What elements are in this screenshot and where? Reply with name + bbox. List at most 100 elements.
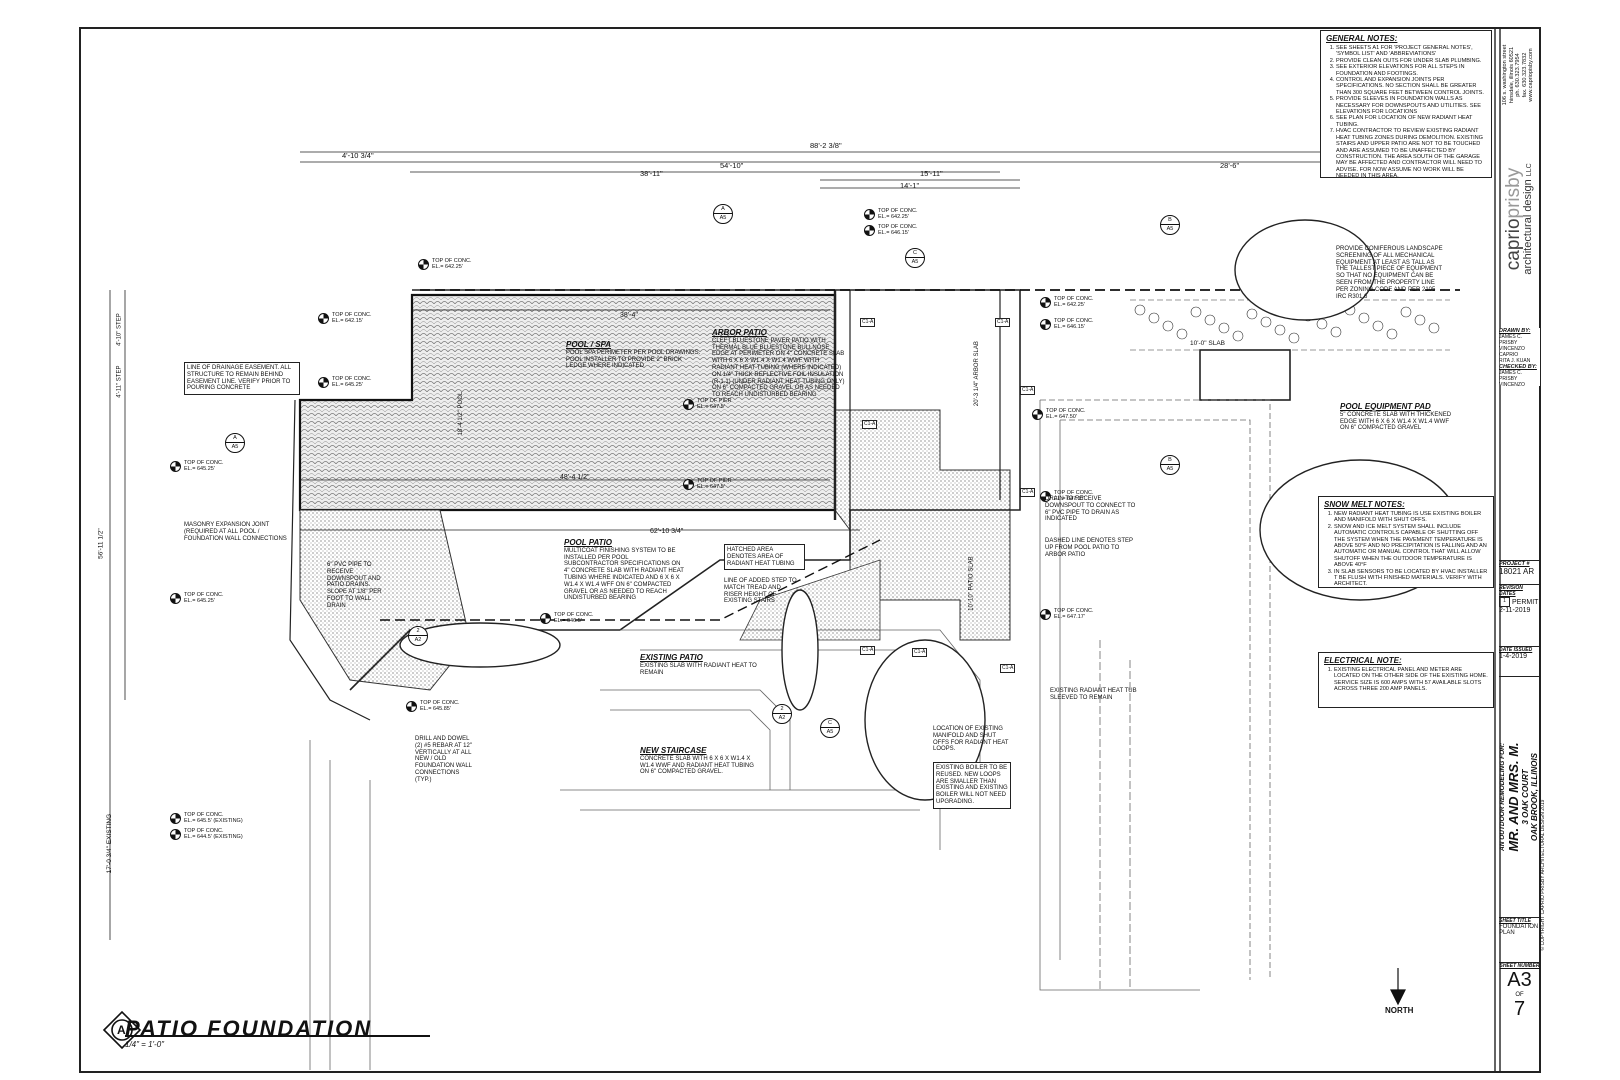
dim-patio-w: 62'-10 3/4" bbox=[650, 528, 684, 535]
shrub-icon bbox=[1246, 308, 1258, 320]
drill-text: DRILL AND DOWEL (2) #5 REBAR AT 12" VERT… bbox=[415, 736, 472, 783]
added-step-note: LINE OF ADDED STEP TO MATCH TREAD AND RI… bbox=[724, 578, 799, 605]
elevation-value: EL.= 642.25' bbox=[1054, 302, 1085, 308]
elevation-target-icon bbox=[170, 460, 181, 472]
elevation-target-icon bbox=[406, 700, 417, 712]
general-notes-list: SEE SHEETS A1 FOR 'PROJECT GENERAL NOTES… bbox=[1326, 45, 1486, 180]
tb-sheet-number: SHEET NUMBER A3 OF 7 bbox=[1499, 962, 1540, 1071]
general-notes: GENERAL NOTES: SEE SHEETS A1 FOR 'PROJEC… bbox=[1320, 30, 1492, 180]
section-tag: A bbox=[714, 205, 732, 214]
firm-logo: caprioprisby architectural design LLC bbox=[1502, 120, 1540, 310]
c1a-tag: C1-A bbox=[912, 648, 928, 658]
tb-project-name: AN OUTDOOR REMODELING FOR: MR. AND MRS. … bbox=[1499, 676, 1540, 918]
tb-sheet-title: SHEET TITLE FOUNDATION PLAN bbox=[1499, 918, 1540, 952]
elevation-marker: TOP OF CONC.EL.= 642.25' bbox=[1040, 296, 1094, 308]
elevation-text: TOP OF CONC.EL.= 642.25' bbox=[432, 258, 472, 270]
shrub-icon bbox=[1162, 320, 1174, 332]
shrub-icon bbox=[1428, 322, 1440, 334]
dim-d2: 54'-10" bbox=[720, 161, 744, 170]
elevation-target-icon bbox=[318, 376, 329, 388]
boiler-text: EXISTING BOILER TO BE REUSED. NEW LOOPS … bbox=[936, 765, 1008, 805]
elevation-marker: TOP OF CONC.EL.= 642.15' bbox=[318, 312, 372, 324]
project-for: AN OUTDOOR REMODELING FOR: bbox=[1499, 743, 1506, 851]
snow-melt-title: SNOW MELT NOTES: bbox=[1324, 500, 1405, 509]
elevation-value: EL.= 647.50' bbox=[1046, 414, 1077, 420]
firm-web: www.capriopisby.com bbox=[1528, 48, 1534, 102]
c1a-tag: C1-A bbox=[1020, 386, 1036, 396]
elevation-value: EL.= 642.25' bbox=[878, 214, 909, 220]
north-arrow bbox=[1390, 968, 1406, 1006]
drain-note: DRAIN TO RECEIVE DOWNSPOUT TO CONNECT TO… bbox=[1045, 496, 1140, 523]
drawing-tag: A bbox=[117, 1023, 126, 1037]
elevation-value: EL.= 644.5' (EXISTING) bbox=[184, 834, 243, 840]
hatched-text: HATCHED AREA DENOTES AREA OF RADIANT HEA… bbox=[727, 547, 795, 567]
dim-d5: 15'-11" bbox=[920, 169, 943, 178]
masonry-text: MASONRY EXPANSION JOINT (REQUIRED AT ALL… bbox=[184, 522, 287, 542]
shrub-icon bbox=[1232, 330, 1244, 342]
elevation-top: TOP OF PIER bbox=[697, 478, 732, 484]
existing-radiant-note: EXISTING RADIANT HEAT TUB SLEEVED TO REM… bbox=[1050, 688, 1140, 702]
elevation-target-icon bbox=[318, 312, 329, 324]
elevation-target-icon bbox=[864, 224, 875, 236]
c1a-tag: C1-A bbox=[1020, 488, 1036, 498]
copyright: © COPYRIGHT CAPRIO PRISBY ARCHITECTURAL … bbox=[1540, 799, 1546, 951]
dim-arbor: 20'-3 1/4" ARBOR SLAB bbox=[973, 341, 980, 407]
elevation-marker: TOP OF CONC.EL.= 646.5' bbox=[540, 612, 594, 624]
shrub-icon bbox=[1274, 324, 1286, 336]
elevation-text: TOP OF CONC.EL.= 647.50' bbox=[1046, 408, 1086, 420]
drawing-scale: 1/4" = 1'-0" bbox=[125, 1040, 165, 1049]
shrub-icon bbox=[1176, 328, 1188, 340]
sheet-total: 7 bbox=[1513, 998, 1526, 1020]
drawn-by-name: RITA J. KUAN bbox=[1499, 358, 1531, 364]
manifold-note: LOCATION OF EXISTING MANIFOLD AND SHUT O… bbox=[933, 726, 1013, 753]
copyright-strip: © COPYRIGHT CAPRIO PRISBY ARCHITECTURAL … bbox=[1540, 680, 1552, 1070]
snow-melt-item: IN SLAB SENSORS TO BE LOCATED BY HVAC IN… bbox=[1334, 569, 1488, 588]
elevation-value: EL.= 645.25' bbox=[184, 466, 215, 472]
shrub-icon bbox=[1148, 312, 1160, 324]
elevation-value: EL.= 642.15' bbox=[332, 318, 363, 324]
drawn-by-name: VINCENZO CAPRIO bbox=[1499, 346, 1525, 358]
equip-title: POOL EQUIPMENT PAD bbox=[1340, 402, 1431, 411]
elevation-top: TOP OF CONC. bbox=[878, 208, 918, 214]
drill-note: DRILL AND DOWEL (2) #5 REBAR AT 12" VERT… bbox=[415, 736, 477, 784]
elevation-top: TOP OF PIER bbox=[697, 398, 732, 404]
elevation-text: TOP OF CONC.EL.= 645.85' bbox=[420, 700, 460, 712]
elevation-target-icon bbox=[170, 812, 181, 824]
dim-v-exist: 17'-0 3/4" EXISTING bbox=[106, 813, 114, 874]
elevation-text: TOP OF CONC.EL.= 645.25' bbox=[184, 592, 224, 604]
shrub-icon bbox=[1372, 320, 1384, 332]
elevation-text: TOP OF CONC.EL.= 646.15' bbox=[1054, 318, 1094, 330]
general-note-item: CONTROL AND EXPANSION JOINTS PER SPECIFI… bbox=[1336, 77, 1486, 96]
pool-spa-text: POOL SPA PERIMETER PER POOL DRAWINGS. PO… bbox=[566, 349, 701, 370]
elevation-target-icon bbox=[418, 258, 429, 270]
elevation-top: TOP OF CONC. bbox=[1054, 296, 1094, 302]
elevation-top: TOP OF CONC. bbox=[332, 312, 372, 318]
dim-d1: 4'-10 3/4" bbox=[342, 151, 374, 160]
electrical-title: ELECTRICAL NOTE: bbox=[1324, 656, 1402, 665]
elevation-value: EL.= 645.25' bbox=[332, 382, 363, 388]
elevation-text: TOP OF CONC.EL.= 645.5' (EXISTING) bbox=[184, 812, 243, 824]
dim-d4: 38'-11" bbox=[640, 169, 663, 178]
drawn-by-name: JAMES C. PRISBY bbox=[1499, 334, 1523, 346]
tb-date-issued: DATE ISSUED 1-4-2019 bbox=[1499, 646, 1540, 673]
elevation-marker: TOP OF CONC.EL.= 645.5' (EXISTING) bbox=[170, 812, 243, 824]
elevation-target-icon bbox=[1040, 608, 1051, 620]
section-sheet: A5 bbox=[1166, 226, 1174, 232]
elevation-target-icon bbox=[1032, 408, 1043, 420]
elevation-target-icon bbox=[170, 592, 181, 604]
dim-d6: 14'-1" bbox=[900, 181, 920, 190]
electrical-item: EXISTING ELECTRICAL PANEL AND METER ARE … bbox=[1334, 667, 1488, 693]
shrub-icon bbox=[1386, 328, 1398, 340]
drawing-title-graphic bbox=[102, 1010, 430, 1050]
elevation-marker: TOP OF CONC.EL.= 647.17' bbox=[1040, 608, 1094, 620]
date-issued: 1-4-2019 bbox=[1499, 653, 1528, 660]
elevation-target-icon bbox=[170, 828, 181, 840]
